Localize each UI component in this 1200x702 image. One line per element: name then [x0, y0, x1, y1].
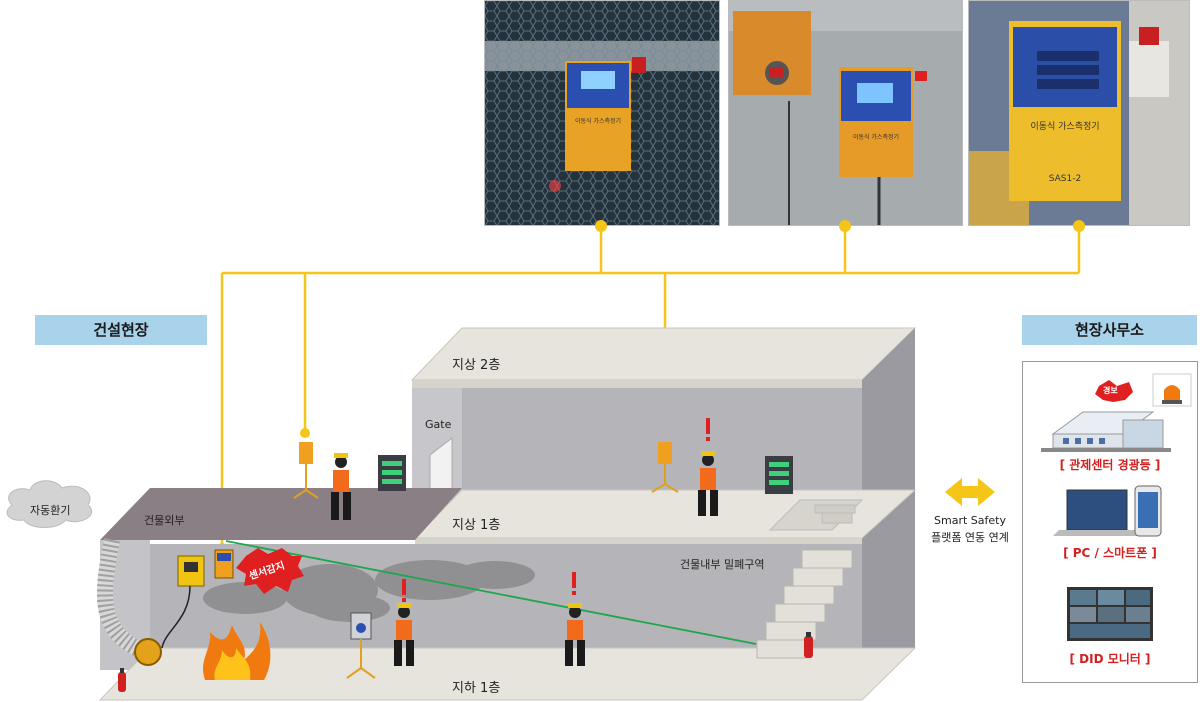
office-caption-did: [ DID 모니터 ] — [1069, 652, 1151, 666]
link-label-line1: Smart Safety — [934, 514, 1006, 527]
photo-device-3-graphic: 이동식 가스측정기 SAS1-2 — [969, 1, 1189, 225]
alert-marks — [402, 418, 710, 602]
worker-exterior — [331, 453, 351, 520]
worker-basement-right — [565, 603, 585, 666]
worker-floor1 — [698, 451, 718, 516]
tripod-detector-basement — [346, 612, 376, 679]
exterior-label: 건물외부 — [144, 514, 185, 527]
office-caption-pc-phone: [ PC / 스마트폰 ] — [1063, 546, 1157, 560]
photo-device-1-graphic: 이동식 가스측정기 — [485, 1, 719, 225]
photo-device-3: 이동식 가스측정기 SAS1-2 — [968, 0, 1190, 226]
alarm-badge-label: 경보 — [1103, 386, 1118, 395]
detection-line — [225, 540, 757, 645]
photo-device-3-code: SAS1-2 — [1049, 174, 1081, 184]
photo-device-1-label: 이동식 가스측정기 — [575, 117, 621, 125]
link-label-line2: 플랫폼 연동 연계 — [931, 531, 1009, 544]
vent-cloud — [6, 480, 93, 528]
warning-light-icon — [1152, 373, 1192, 407]
gate-label: Gate — [425, 418, 452, 431]
enclosed-area-label: 건물내부 밀폐구역 — [680, 558, 765, 571]
laptop-icon — [1053, 489, 1141, 536]
photo-device-1: 이동식 가스측정기 — [484, 0, 720, 226]
fire-extinguisher-right — [804, 632, 813, 658]
did-panel-floor1 — [765, 456, 793, 494]
office-label: 현장사무소 — [1022, 315, 1197, 345]
basement-label: 지하 1층 — [452, 681, 501, 696]
did-monitor-icon — [1067, 587, 1153, 641]
photo-device-2: 이동식 가스측정기 — [728, 0, 963, 226]
fire — [203, 622, 271, 680]
fire-extinguisher-left — [118, 668, 126, 692]
photo-device-3-label: 이동식 가스측정기 — [1030, 121, 1099, 132]
smartphone-icon — [1134, 485, 1162, 537]
photo-device-2-label: 이동식 가스측정기 — [853, 133, 899, 141]
floor2-label: 지상 2층 — [452, 358, 501, 373]
office-panel: 경보 [ 관제센터 경광등 ] [ PC / 스마트폰 ] [ DID 모니터 … — [1022, 361, 1198, 683]
staircase — [756, 549, 853, 659]
basement-floor — [98, 647, 917, 701]
link-arrow — [945, 478, 995, 506]
exterior-roof — [100, 488, 462, 540]
worker-basement-left — [394, 603, 414, 666]
photo-device-2-graphic: 이동식 가스측정기 — [729, 1, 962, 225]
site-label: 건설현장 — [35, 315, 207, 345]
tripod-detector-floor1-right — [651, 442, 679, 493]
floor1-label: 지상 1층 — [452, 518, 501, 533]
control-center-building — [1041, 411, 1171, 452]
office-caption-control-light: [ 관제센터 경광등 ] — [1059, 458, 1161, 472]
alarm-burst — [1095, 380, 1133, 402]
tripod-detector-floor1-left — [293, 442, 319, 499]
sensor-alert-burst — [236, 548, 304, 594]
ventilator-label: 자동환기 — [30, 504, 71, 517]
floor1-back-wall — [462, 388, 862, 490]
office-illustrations — [1041, 373, 1192, 641]
did-panel-exterior — [378, 455, 406, 491]
ventilation-fan — [134, 638, 162, 666]
